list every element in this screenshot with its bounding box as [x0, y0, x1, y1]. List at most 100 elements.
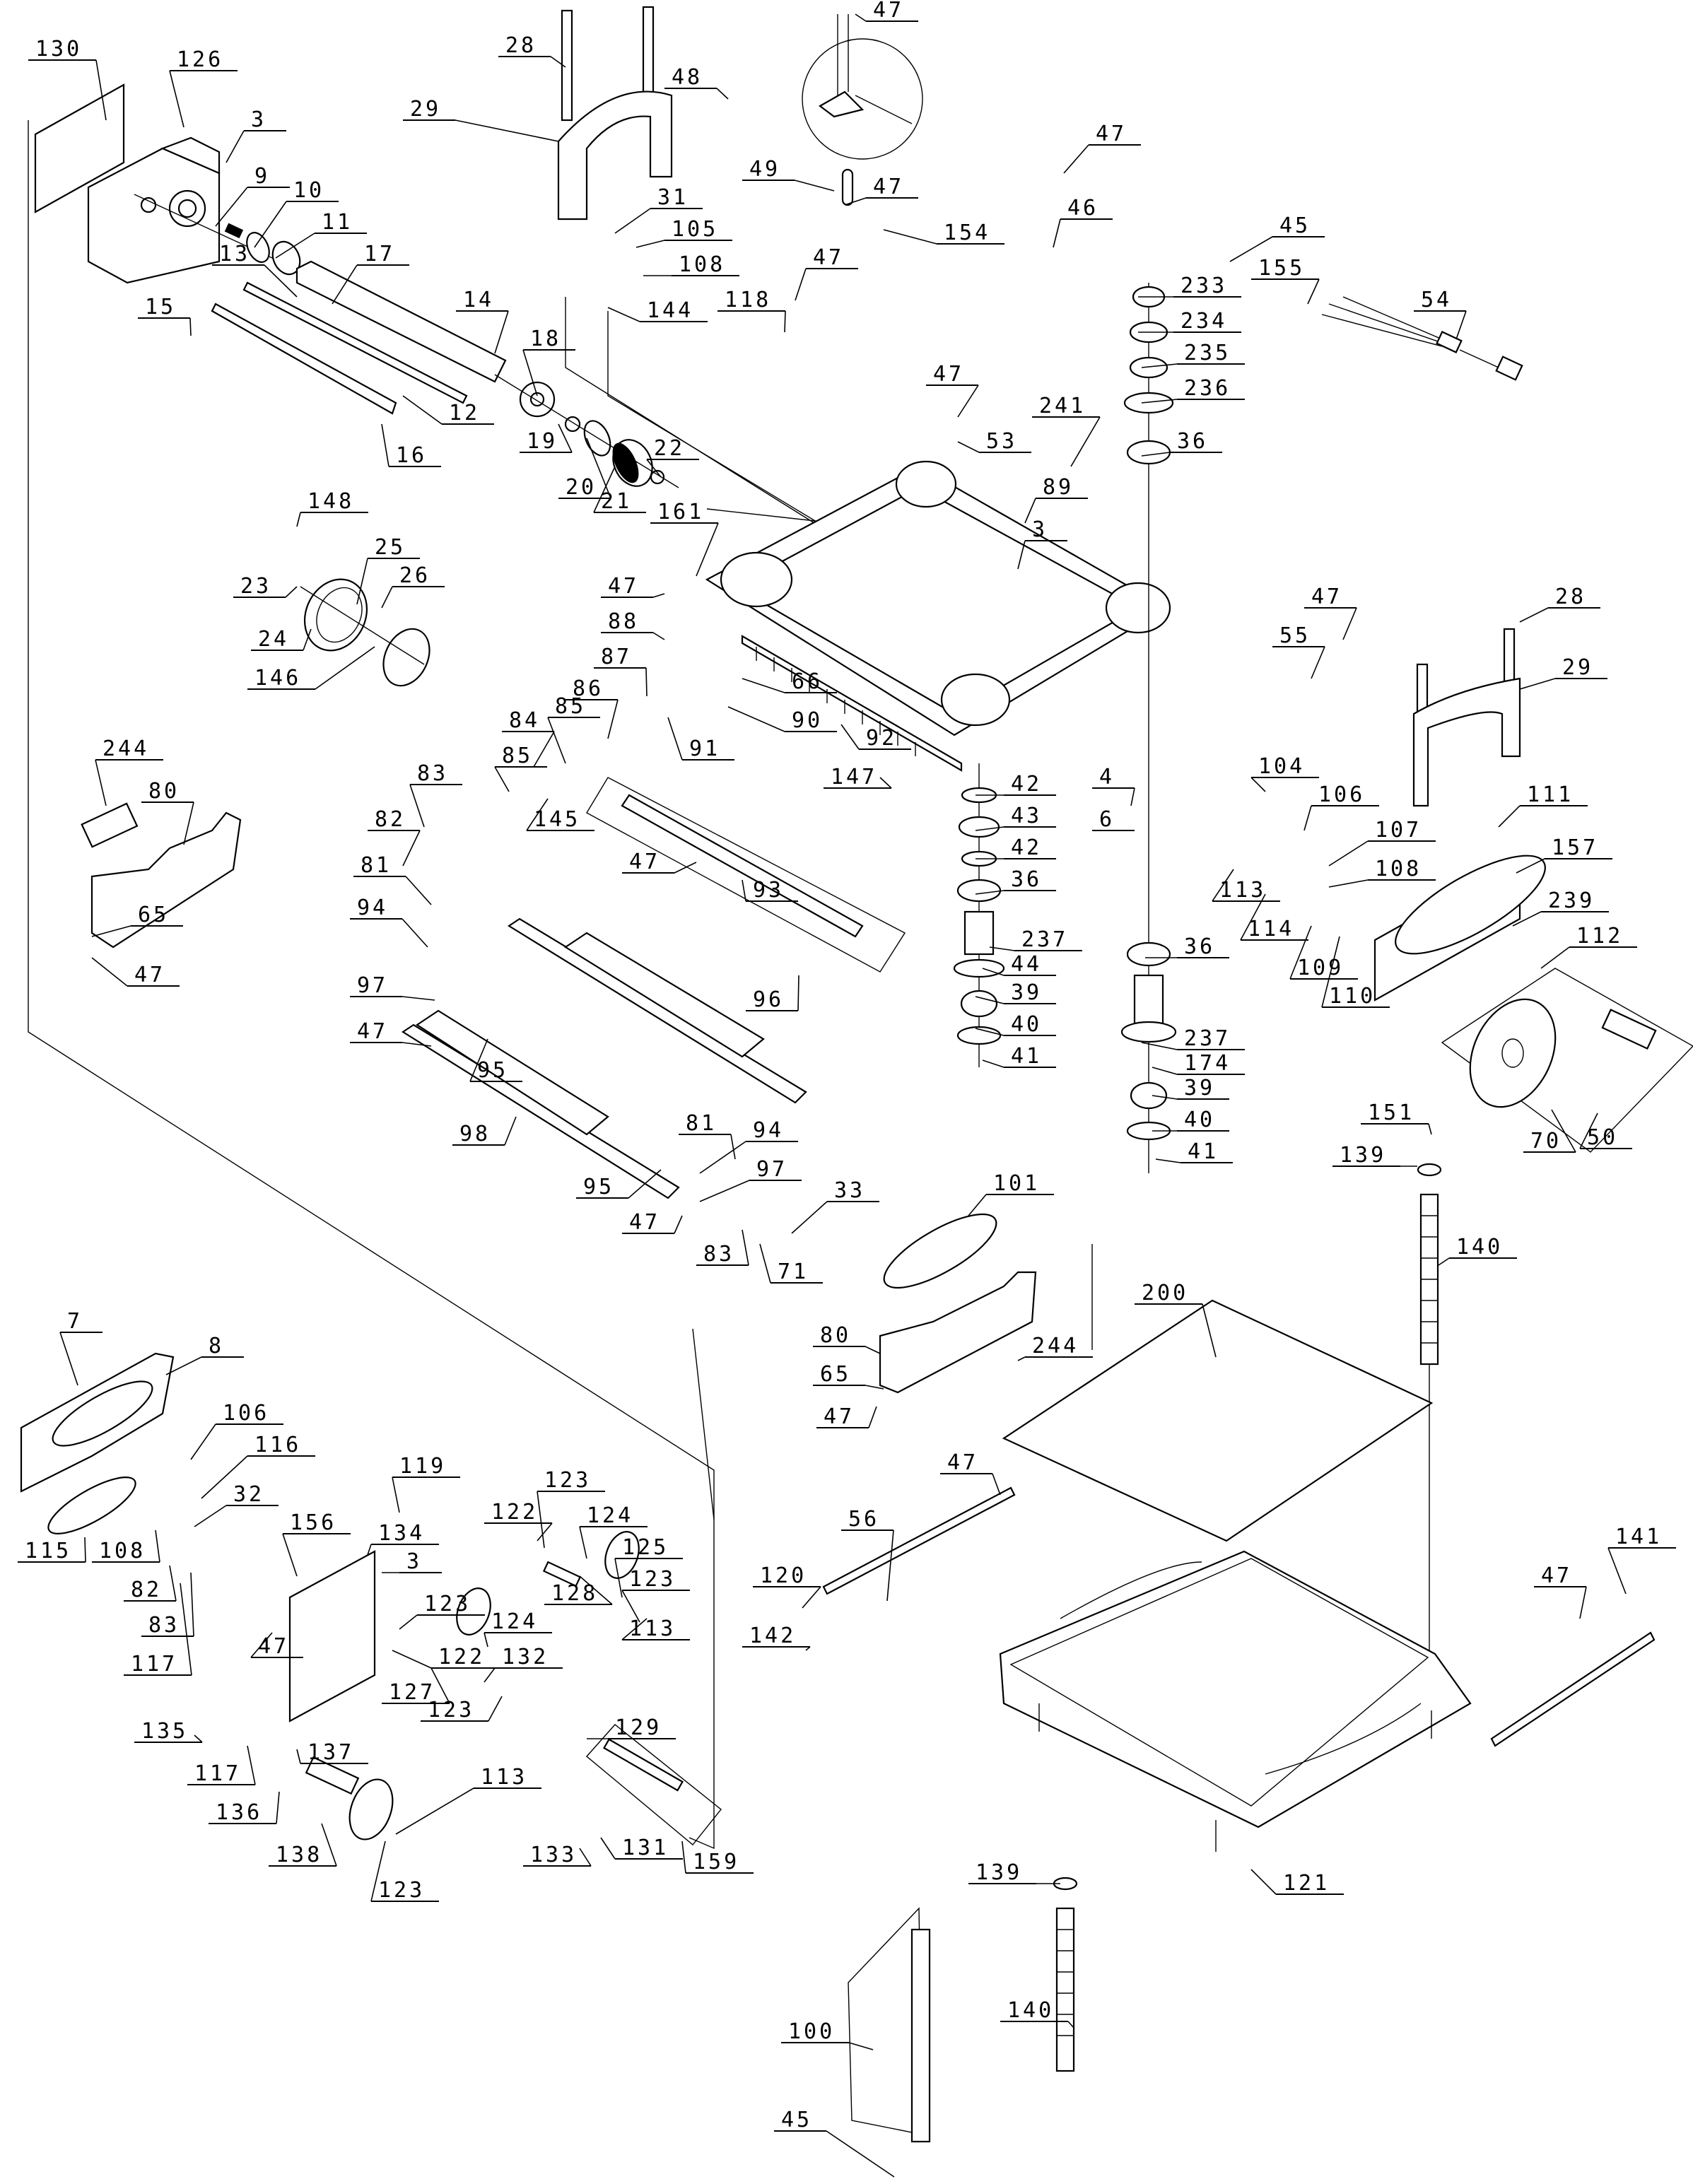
- infeed-roller-96: [507, 917, 807, 1104]
- callout-number: 124: [491, 1609, 538, 1634]
- callout-number: 89: [1043, 475, 1074, 500]
- callout-leader: [303, 628, 312, 651]
- cutterhead-assembly: [211, 260, 679, 488]
- callout-leader: [1067, 2021, 1075, 2029]
- callout-number: 91: [689, 736, 720, 761]
- callout-number: 47: [873, 0, 904, 23]
- callout-leader: [614, 208, 651, 234]
- callout-number: 70: [1530, 1129, 1562, 1153]
- callout-number: 121: [1283, 1871, 1330, 1896]
- callout-number: 115: [25, 1539, 71, 1563]
- callout-number: 13: [219, 242, 250, 266]
- callout-number: 161: [657, 500, 704, 524]
- callout-leader: [699, 1141, 746, 1174]
- callout-97: 97: [699, 1157, 802, 1202]
- callout-leader: [84, 1537, 86, 1563]
- callout-leader: [1070, 416, 1101, 467]
- callout-81: 81: [679, 1111, 736, 1160]
- callout-leader: [165, 1356, 202, 1375]
- callout-121: 121: [1250, 1869, 1344, 1896]
- callout-leader: [537, 1522, 553, 1542]
- callout-number: 3: [406, 1549, 422, 1574]
- callout-leader: [547, 717, 566, 764]
- callout-number: 80: [820, 1323, 851, 1348]
- callout-number: 126: [177, 47, 223, 72]
- callout-156: 156: [282, 1510, 351, 1577]
- callout-56: 56: [841, 1507, 894, 1602]
- callout-96: 96: [746, 975, 799, 1012]
- callout-leader: [180, 1583, 192, 1676]
- callout-number: 9: [254, 164, 270, 189]
- callout-number: 132: [502, 1645, 549, 1669]
- callout-leader: [1607, 1547, 1627, 1595]
- callout-leader: [356, 558, 368, 605]
- callout-leader: [1438, 1257, 1450, 1266]
- callout-number: 108: [99, 1539, 146, 1563]
- callout-leader: [494, 766, 510, 792]
- callout-number: 97: [756, 1157, 787, 1182]
- callout-number: 48: [672, 65, 703, 90]
- callout-154: 154: [883, 221, 1004, 245]
- callout-leader: [1519, 607, 1549, 623]
- callout-leader: [315, 646, 375, 690]
- callout-number: 140: [1456, 1235, 1503, 1260]
- callout-139: 139: [1332, 1143, 1417, 1168]
- callout-65: 65: [813, 1362, 884, 1390]
- callout-number: 16: [396, 443, 427, 468]
- callout-number: 21: [601, 489, 632, 514]
- callout-leader: [975, 996, 1004, 1004]
- callout-leader: [392, 1650, 432, 1669]
- callout-leader: [699, 1180, 750, 1202]
- callout-leader: [607, 699, 619, 739]
- callout-140: 140: [1438, 1235, 1517, 1266]
- callout-number: 200: [1142, 1281, 1188, 1305]
- callout-leader: [484, 1667, 496, 1683]
- callout-47: 47: [1304, 585, 1357, 640]
- callout-number: 156: [290, 1510, 336, 1535]
- callout-65: 65: [91, 903, 183, 937]
- callout-leader: [190, 1572, 194, 1637]
- callout-number: 42: [1011, 772, 1042, 797]
- callout-leader: [1579, 1586, 1587, 1619]
- gears-left: [305, 1531, 722, 1845]
- callout-leader: [550, 56, 566, 68]
- callout-138: 138: [269, 1823, 337, 1867]
- callout-16: 16: [381, 423, 441, 468]
- callout-number: 118: [725, 288, 771, 312]
- callout-number: 82: [131, 1578, 162, 1602]
- callout-leader: [276, 1791, 280, 1824]
- callout-leader: [189, 317, 192, 336]
- callout-leader: [296, 512, 301, 527]
- callout-leader: [593, 466, 616, 513]
- callout-leader: [430, 1667, 450, 1704]
- callout-leader: [742, 879, 746, 902]
- callout-number: 110: [1329, 984, 1376, 1009]
- callout-47: 47: [601, 574, 665, 599]
- callout-leader: [1328, 879, 1369, 888]
- callout-151: 151: [1361, 1100, 1432, 1135]
- callout-47: 47: [816, 1404, 877, 1429]
- top-handle-29: [557, 6, 673, 221]
- callout-47: 47: [91, 957, 180, 987]
- callout-number: 88: [608, 609, 639, 634]
- callout-leader: [59, 1332, 78, 1386]
- callout-number: 83: [703, 1242, 734, 1267]
- callout-29: 29: [403, 97, 559, 142]
- frame-89: [705, 460, 1171, 772]
- handwheel-112: [1441, 968, 1693, 1153]
- callout-leader: [1141, 452, 1171, 457]
- callout-number: 47: [1311, 585, 1342, 609]
- callout-21: 21: [593, 466, 646, 514]
- callout-122: 122: [484, 1500, 553, 1542]
- callout-leader: [1516, 858, 1545, 874]
- callout-41: 41: [1155, 1139, 1233, 1164]
- callout-118: 118: [717, 288, 786, 333]
- callout-106: 106: [190, 1401, 283, 1460]
- callout-124: 124: [579, 1503, 648, 1559]
- callout-number: 138: [276, 1843, 322, 1867]
- callout-18: 18: [522, 327, 575, 397]
- callout-number: 154: [944, 221, 990, 245]
- callout-number: 123: [544, 1468, 591, 1493]
- callout-number: 95: [477, 1058, 508, 1083]
- callout-174: 174: [1152, 1051, 1245, 1076]
